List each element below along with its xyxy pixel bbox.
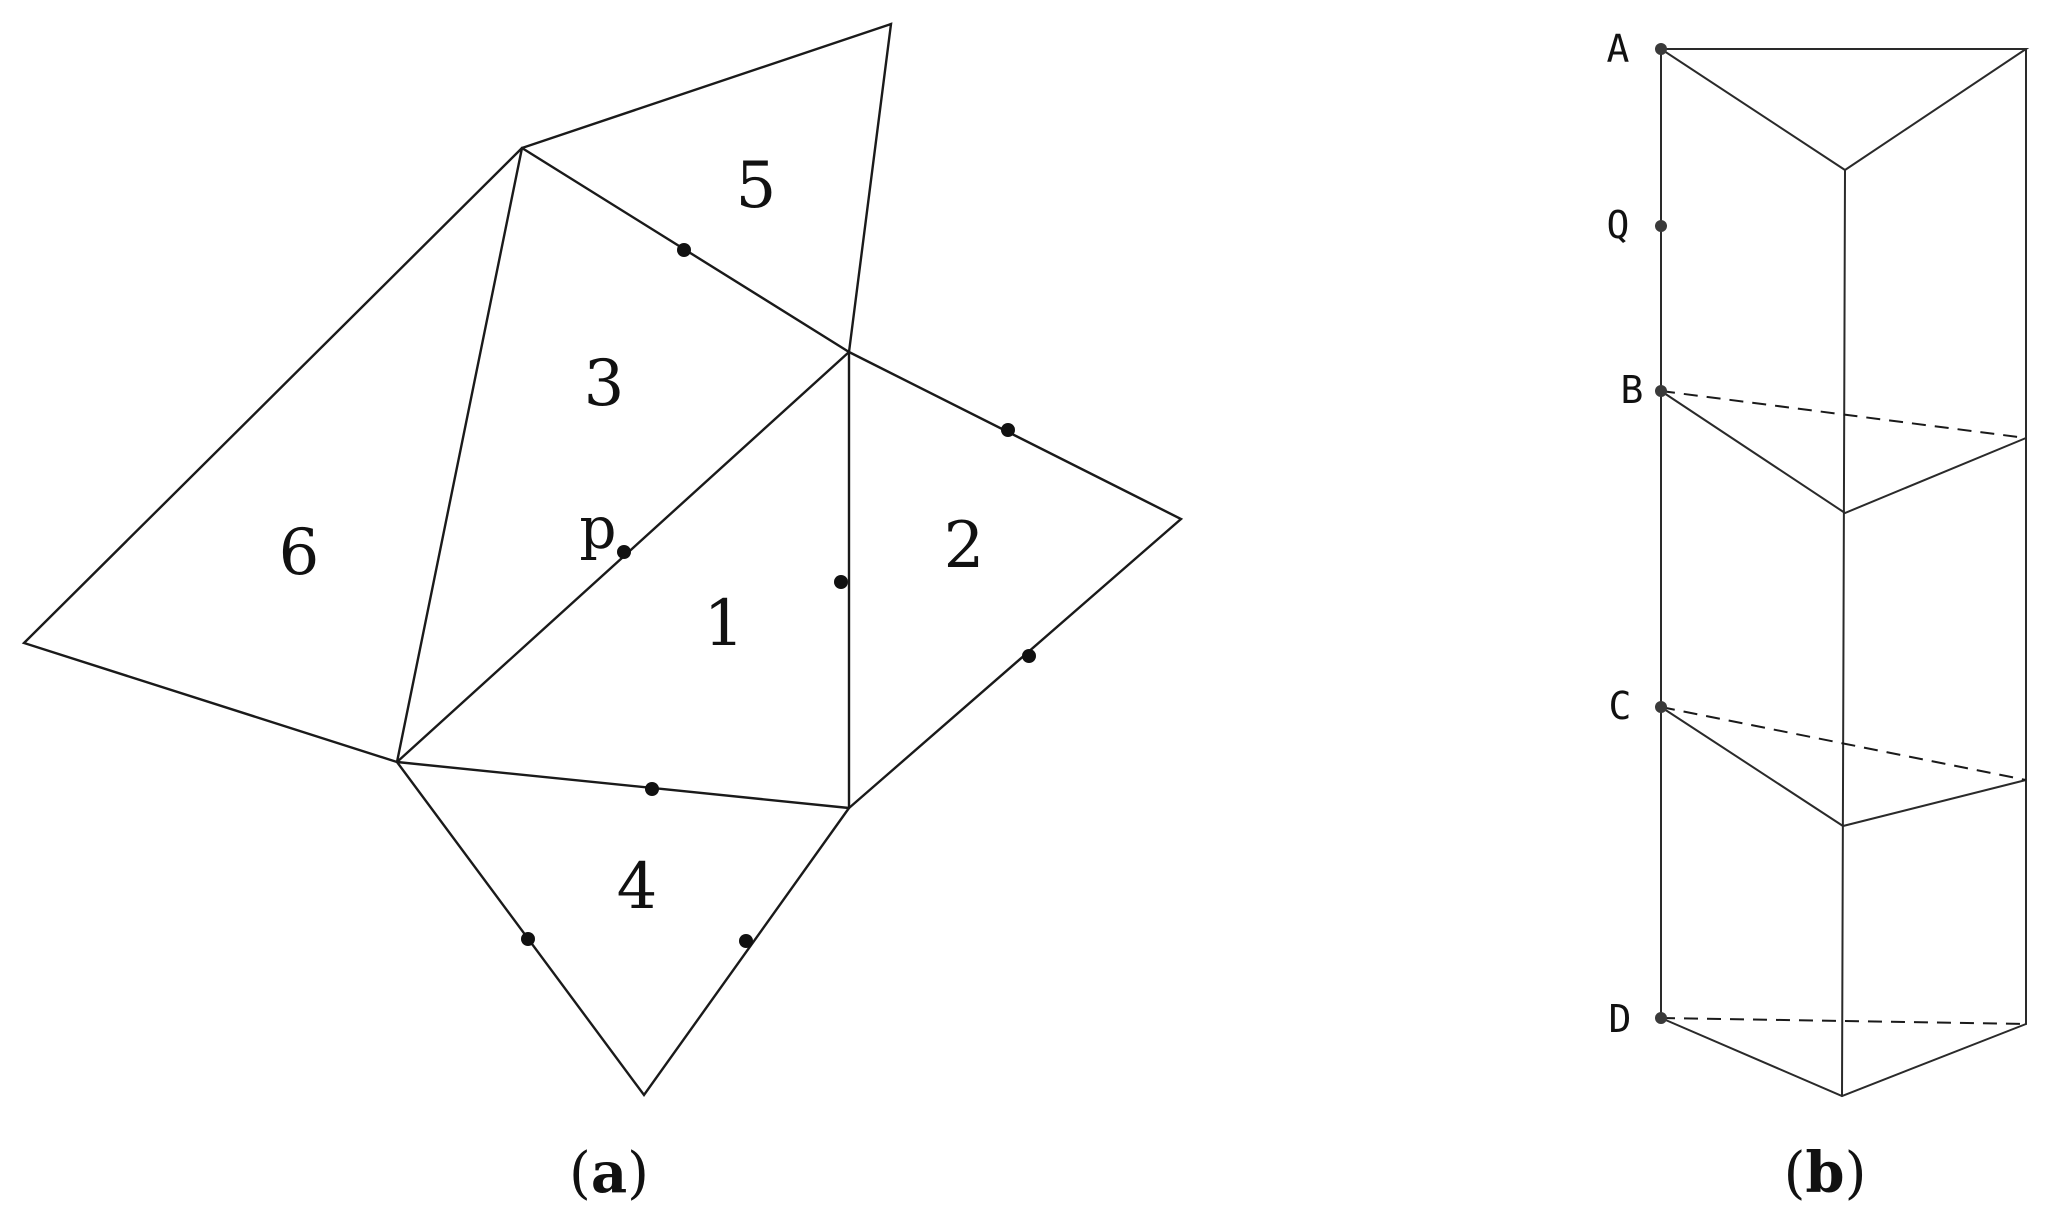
section-c-back xyxy=(1660,706,2027,781)
point-label-p: p xyxy=(579,494,616,562)
prism-diagram: A Q B C D (b) xyxy=(1607,27,2030,1206)
net-point-2-bottom xyxy=(1022,649,1036,663)
face-label-1: 1 xyxy=(704,587,745,661)
face-label-3: 3 xyxy=(584,347,625,421)
vertex-a-dot xyxy=(1655,43,1667,55)
net-point-2-top xyxy=(1001,423,1015,437)
face-label-5: 5 xyxy=(736,149,777,223)
edge-1-4 xyxy=(395,760,851,810)
face-label-4: 4 xyxy=(617,850,658,924)
face-5-outline xyxy=(520,22,893,354)
vertex-label-c: C xyxy=(1609,684,1632,728)
net-point-1-right xyxy=(834,575,848,589)
caption-b: (b) xyxy=(1784,1140,1867,1206)
vertex-b-dot xyxy=(1655,385,1667,397)
vertex-label-q: Q xyxy=(1607,203,1630,247)
section-b-front xyxy=(1660,390,2027,515)
prism-top-face xyxy=(1657,48,2030,172)
net-point-5 xyxy=(677,243,691,257)
net-point-1-bottom xyxy=(645,782,659,796)
net-point-4-right xyxy=(739,934,753,948)
vertex-label-a: A xyxy=(1607,27,1630,71)
prism-bottom-front xyxy=(1660,1017,2027,1098)
net-diagram: 1 2 3 4 5 6 p (a) xyxy=(21,22,1184,1206)
net-point-p xyxy=(617,545,631,559)
caption-a: (a) xyxy=(569,1140,649,1206)
vertex-d-dot xyxy=(1655,1012,1667,1024)
face-label-6: 6 xyxy=(279,516,320,590)
prism-front-edge xyxy=(1841,169,1846,1097)
vertex-label-b: B xyxy=(1621,368,1644,412)
face-6-outline xyxy=(21,146,524,764)
vertex-q-dot xyxy=(1655,220,1667,232)
edge-3-left xyxy=(395,146,524,764)
face-label-2: 2 xyxy=(944,509,985,583)
net-point-4-left xyxy=(521,932,535,946)
section-d-back xyxy=(1660,1017,2027,1025)
face-2-outline xyxy=(847,350,1184,810)
face-4-outline xyxy=(395,760,851,1098)
section-c-front xyxy=(1660,706,2027,828)
section-b-back xyxy=(1660,390,2027,439)
vertex-label-d: D xyxy=(1609,997,1632,1041)
vertex-c-dot xyxy=(1655,701,1667,713)
